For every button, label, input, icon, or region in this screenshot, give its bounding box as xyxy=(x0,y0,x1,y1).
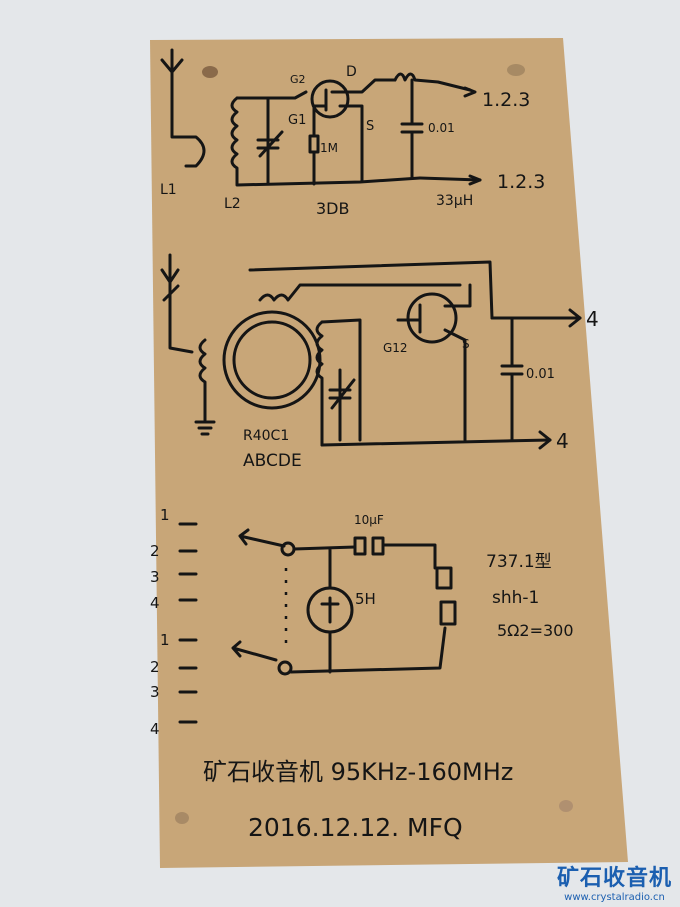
switch-bottom-3: 3 xyxy=(150,683,160,701)
label-0-01: 0.01 xyxy=(428,121,455,135)
earphone-1 xyxy=(435,566,453,590)
label-headphone-model: 737.1型 xyxy=(486,552,552,572)
fet-2 xyxy=(406,292,458,344)
label-g1: G1 xyxy=(288,113,306,128)
label-abcde: ABCDE xyxy=(243,451,302,471)
label-out-4-bottom: 4 xyxy=(556,429,569,453)
coil-l2 xyxy=(230,90,422,187)
switch-top-2: 2 xyxy=(150,542,160,560)
switch-top-1: 1 xyxy=(160,506,170,524)
switch-bottom-1: 1 xyxy=(160,631,170,649)
circuit-3-detector: 1 2 3 4 1 2 3 4 10μF 5H 737.1型 shh-1 5Ω2… xyxy=(150,506,574,738)
label-out-4-top: 4 xyxy=(586,307,599,331)
circuit-2-toroid-tuner: G12 S 0.01 4 4 R40C1 ABCDE xyxy=(160,253,599,471)
antenna-l1 xyxy=(160,48,206,168)
fet-3db xyxy=(310,79,350,119)
punch-hole xyxy=(559,800,573,812)
schematic-title: 矿石收音机 95KHz-160MHz xyxy=(203,758,513,786)
antenna-2 xyxy=(160,253,194,354)
label-g2: G2 xyxy=(290,73,306,86)
output-arrows xyxy=(463,86,482,186)
variable-capacitor xyxy=(256,96,284,185)
watermark-url: www.crystalradio.cn xyxy=(564,892,665,903)
label-s-2: S xyxy=(462,337,470,351)
label-5h: 5H xyxy=(355,590,376,608)
label-out-top: 1.2.3 xyxy=(482,89,530,111)
detector-meter xyxy=(306,586,354,634)
switch-top-3: 3 xyxy=(150,568,160,586)
earphone-2 xyxy=(439,600,457,626)
resistor-1m xyxy=(308,104,320,186)
date-author: 2016.12.12. MFQ xyxy=(248,813,463,842)
choke-and-capacitor xyxy=(393,72,482,182)
label-10uf: 10μF xyxy=(354,513,384,527)
label-33uh: 33μH xyxy=(436,193,473,209)
terminal-bottom xyxy=(277,660,293,676)
switch-bottom-2: 2 xyxy=(150,658,160,676)
diode-symbol xyxy=(320,596,340,624)
watermark-title: 矿石收音机 xyxy=(556,866,672,891)
punch-hole xyxy=(175,812,189,824)
output-arrows-2 xyxy=(538,308,582,450)
label-1m: 1M xyxy=(320,141,338,155)
switch-contacts xyxy=(178,522,198,724)
punch-hole xyxy=(507,64,525,76)
detector-wiring xyxy=(289,543,447,674)
label-out-bottom: 1.2.3 xyxy=(497,171,545,193)
label-g12: G12 xyxy=(383,341,408,355)
tank-circuit xyxy=(315,318,362,447)
paper-sheet xyxy=(150,38,628,868)
label-headphone-type: shh-1 xyxy=(492,588,539,608)
label-impedance: 5Ω2=300 xyxy=(497,621,574,640)
output-wiring xyxy=(320,283,582,447)
label-l1: L1 xyxy=(160,182,177,198)
toroid-core xyxy=(222,310,322,410)
label-s: S xyxy=(366,119,374,134)
circuit-1-fet-amplifier: L1 L2 G2 G1 D S 1M 0.01 1.2.3 1.2.3 33μH… xyxy=(160,48,545,218)
label-0-01-2: 0.01 xyxy=(526,367,555,382)
switch-bottom-4: 4 xyxy=(150,720,160,738)
switch-top-list: 1 2 3 4 1 2 3 4 xyxy=(150,506,170,738)
fet-leads xyxy=(312,78,397,182)
label-3db: 3DB xyxy=(316,199,349,218)
label-l2: L2 xyxy=(224,196,241,212)
watermark: 矿石收音机 www.crystalradio.cn xyxy=(557,860,672,903)
label-d: D xyxy=(346,64,357,80)
punch-hole xyxy=(202,66,218,78)
capacitor-10uf xyxy=(353,536,367,556)
capacitor-10uf-plate xyxy=(371,536,385,556)
switch-arms xyxy=(231,528,286,662)
switch-top-4: 4 xyxy=(150,594,160,612)
taps xyxy=(248,260,494,320)
toroid-core-inner xyxy=(232,320,312,400)
label-r40c1: R40C1 xyxy=(243,428,289,444)
primary-coil-ground xyxy=(194,338,216,436)
